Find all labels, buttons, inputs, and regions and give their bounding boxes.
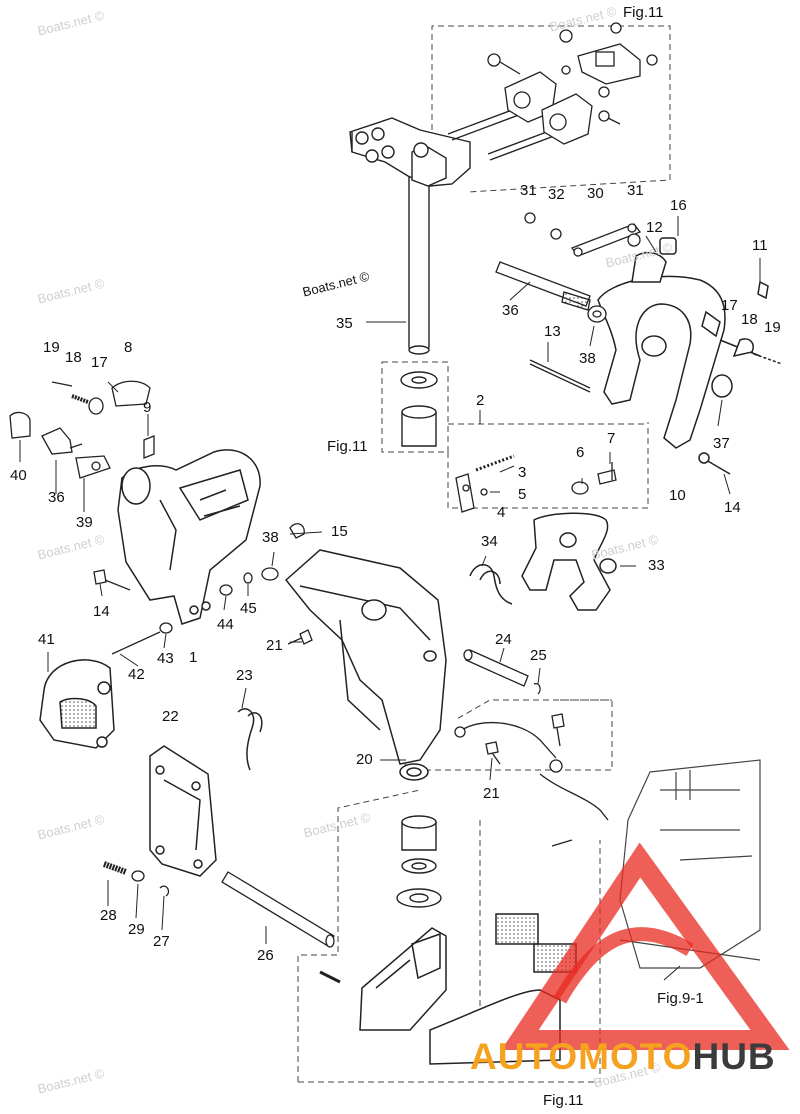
figure-ref-bottom: Fig.11 [543, 1092, 584, 1109]
callout-label: 2 [476, 392, 485, 409]
callout-label: 14 [724, 499, 741, 516]
callout-label: 5 [518, 486, 527, 503]
callout-label: 1 [189, 649, 198, 666]
callout-label: 41 [38, 631, 55, 648]
lock-assembly-2 [455, 454, 617, 513]
callout-label: 18 [741, 311, 758, 328]
callout-label: 38 [262, 529, 279, 546]
brand-part-1: AUTOMOTO [470, 1036, 693, 1077]
callout-label: 6 [576, 444, 585, 461]
callout-label: 29 [128, 921, 145, 938]
tiller-linkage-fig11 [447, 22, 658, 161]
clamp-bracket-20 [284, 549, 447, 781]
thumb-screw-41 [39, 659, 115, 749]
callout-label: 13 [544, 323, 561, 340]
pin-24 [463, 649, 541, 695]
callout-label: 4 [497, 504, 506, 521]
callout-label: 21 [266, 637, 283, 654]
brand-wordmark: AUTOMOTOHUB [470, 1036, 776, 1078]
brand-logo-mark [501, 842, 790, 1050]
swivel-bracket-left-1 [117, 449, 261, 625]
figure-ref-top: Fig.11 [623, 4, 664, 21]
figure-ref-middle: Fig.11 [327, 438, 368, 455]
callout-label: 44 [217, 616, 234, 633]
bolts-and-washers [93, 523, 501, 765]
callout-label: 16 [670, 197, 687, 214]
callout-label: 35 [336, 315, 353, 332]
brand-part-2: HUB [692, 1036, 776, 1077]
group-boundaries [297, 25, 671, 1083]
leader-lines [19, 216, 761, 981]
callout-label: 14 [93, 603, 110, 620]
callout-label: 40 [10, 467, 27, 484]
callout-label: 34 [481, 533, 498, 550]
callout-label: 28 [100, 907, 117, 924]
stern-bracket-22 [149, 708, 263, 877]
callout-label: 9 [143, 399, 152, 416]
callout-label: 36 [502, 302, 519, 319]
callout-label: 37 [713, 435, 730, 452]
left-small-parts [9, 380, 155, 479]
callout-label: 15 [331, 523, 348, 540]
callout-label: 31 [627, 182, 644, 199]
callout-label: 19 [43, 339, 60, 356]
lower-mount-assembly [319, 913, 577, 1065]
lower-unit-fig9-1 [619, 759, 761, 969]
callout-label: 17 [91, 354, 108, 371]
callout-label: 17 [721, 297, 738, 314]
callout-label: 25 [530, 647, 547, 664]
figure-ref-right: Fig.9-1 [657, 990, 704, 1007]
callout-label: 30 [587, 185, 604, 202]
callout-label: 45 [240, 600, 257, 617]
swivel-bracket-right-12 [597, 237, 783, 475]
callout-label: 31 [520, 182, 537, 199]
bushings-lower [396, 815, 442, 908]
shaft-36-right [495, 212, 642, 393]
callout-label: 42 [128, 666, 145, 683]
callout-label: 32 [548, 186, 565, 203]
callout-label: 19 [764, 319, 781, 336]
callout-label: 33 [648, 557, 665, 574]
callout-label: 11 [752, 237, 768, 254]
callout-label: 8 [124, 339, 133, 356]
callout-label: 3 [518, 464, 527, 481]
callout-label: 18 [65, 349, 82, 366]
callout-label: 43 [157, 650, 174, 667]
callout-label: 39 [76, 514, 93, 531]
ground-wire [454, 713, 609, 847]
callout-label: 24 [495, 631, 512, 648]
callout-label: 20 [356, 751, 373, 768]
bushings-upper [400, 371, 438, 447]
callout-label: 23 [236, 667, 253, 684]
callout-label: 38 [579, 350, 596, 367]
callout-label: 12 [646, 219, 663, 236]
callout-label: 7 [607, 430, 616, 447]
steering-shaft-35 [349, 117, 471, 355]
callout-label: 27 [153, 933, 170, 950]
tilt-lock-33 [469, 512, 617, 611]
callout-label: 22 [162, 708, 179, 725]
callout-label: 36 [48, 489, 65, 506]
callout-label: 10 [669, 487, 686, 504]
tilt-tube-26 [102, 861, 335, 948]
callout-label: 21 [483, 785, 500, 802]
callout-label: 26 [257, 947, 274, 964]
